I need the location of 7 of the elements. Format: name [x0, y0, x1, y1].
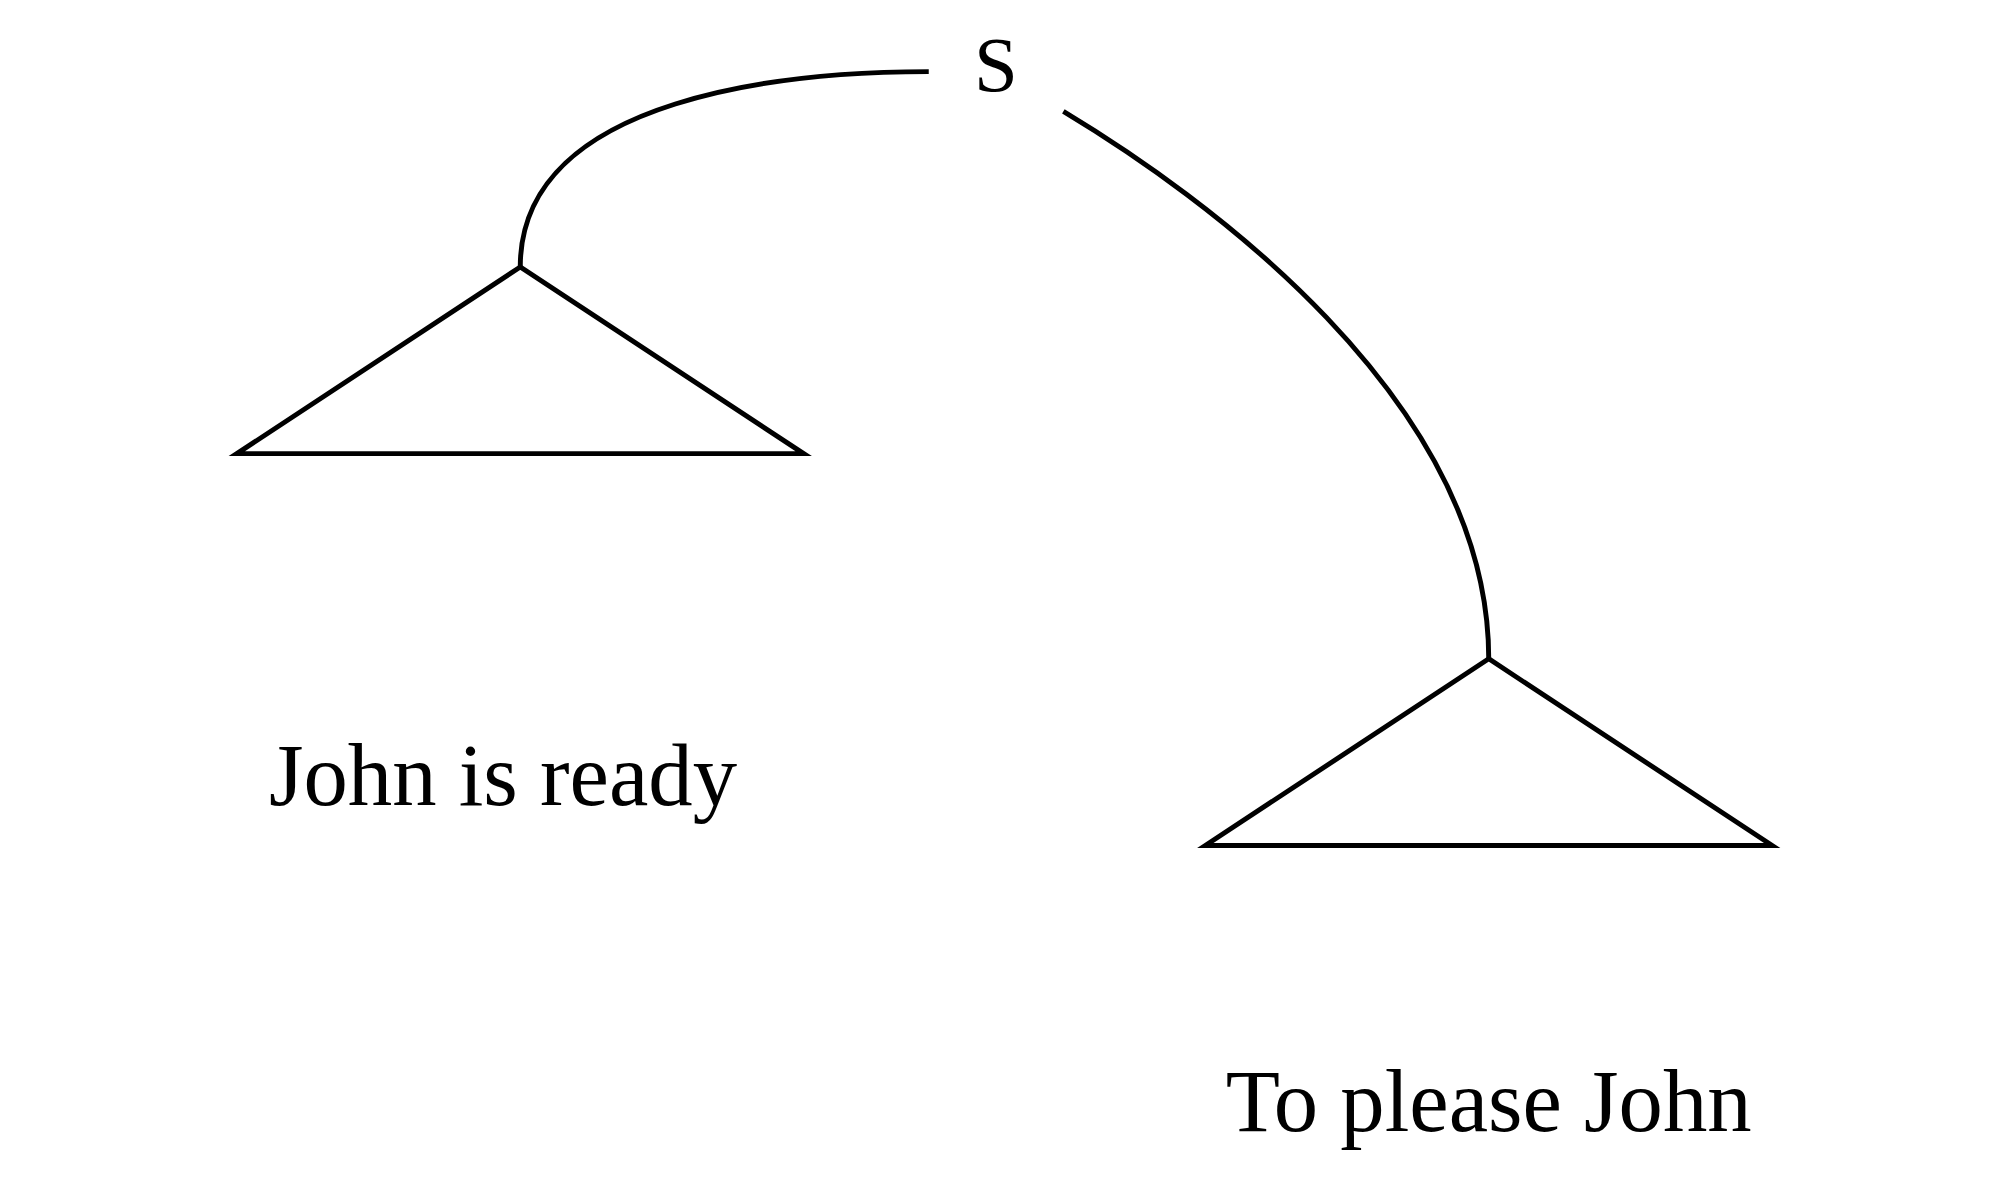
- node-text: S: [973, 21, 1018, 109]
- node-triangle: [228, 264, 812, 457]
- connector: [1062, 109, 1492, 660]
- node-label: John is ready: [268, 725, 738, 824]
- node-label: To please John: [1225, 1052, 1752, 1151]
- connector: [517, 69, 929, 268]
- node-triangle: [1197, 655, 1781, 848]
